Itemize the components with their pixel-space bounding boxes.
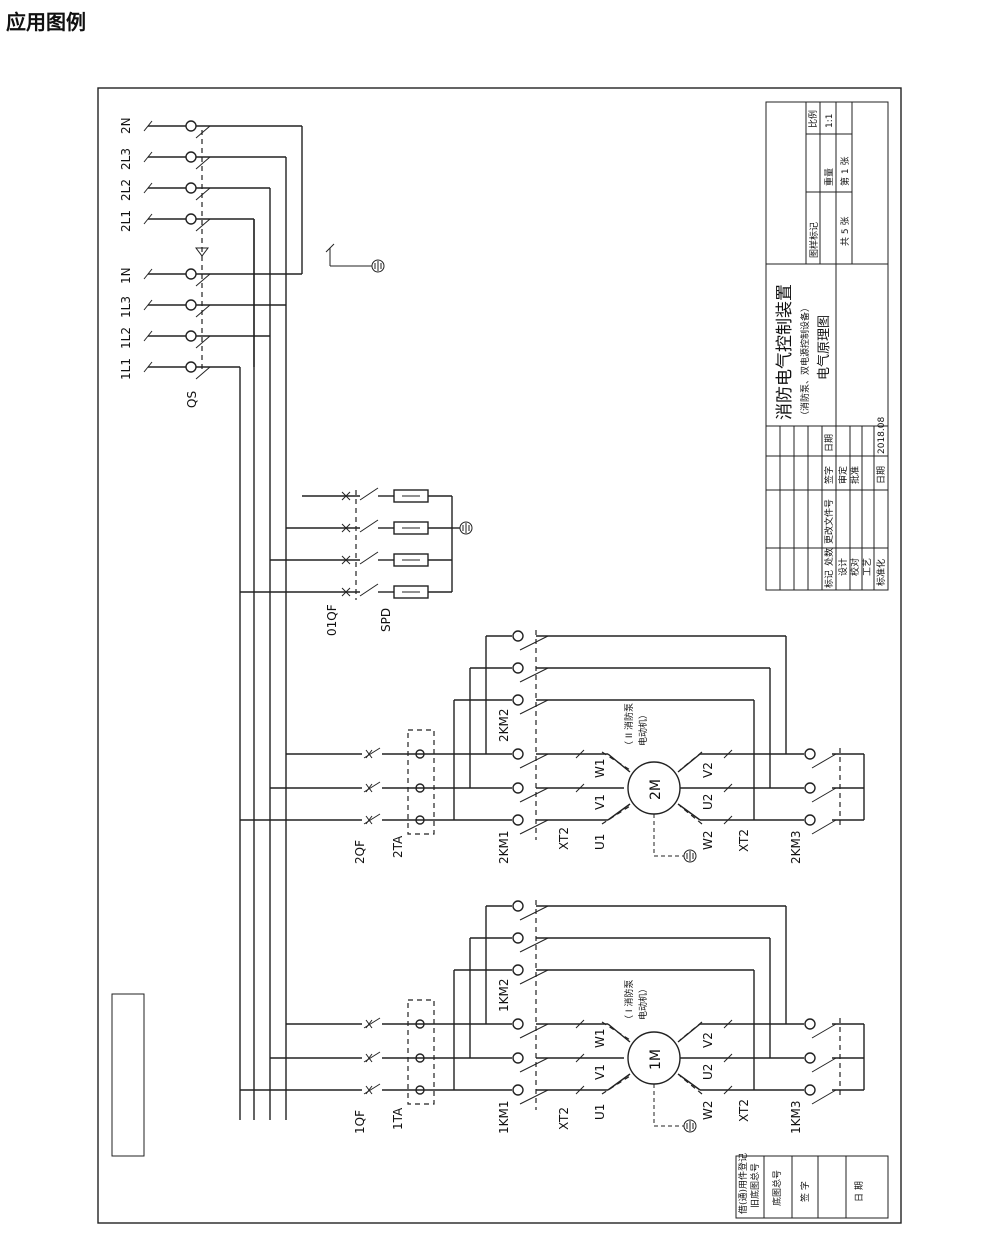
terminal-label: 2L1 [119, 210, 133, 232]
bottom-block [111, 993, 889, 1219]
role-label: 工艺 [862, 558, 873, 576]
weight-label: 重量 [823, 168, 835, 186]
bottom-label: 签 字 [799, 1181, 811, 1202]
motor2-ta-label: 2TA [391, 835, 405, 858]
rev-header: 处数 [823, 548, 835, 566]
motor1-u2: U2 [701, 1064, 715, 1080]
role-label: 标准化 [875, 559, 887, 586]
terminal-label: 2L2 [119, 179, 133, 201]
motor2-km2-label: 2KM2 [497, 709, 511, 743]
date-label: 日期 [876, 466, 887, 484]
busbars [239, 126, 303, 1120]
figure-mark: 图样标记 [808, 222, 820, 258]
bottom-label: 底图总号 [771, 1170, 783, 1206]
terminal-label: 1L3 [119, 296, 133, 318]
motor1-v1: V1 [593, 1064, 607, 1080]
total-sheets: 共 5 张 [840, 217, 851, 246]
motor1-xt2-right: XT2 [737, 1099, 751, 1122]
motor1-desc-1: （ I 消防泵 [623, 980, 635, 1024]
motor1-v2: V2 [701, 1032, 715, 1048]
terminal-label: 1N [119, 267, 133, 284]
title-block [765, 101, 889, 591]
motor2-km1-label: 2KM1 [497, 831, 511, 865]
date-value: 2018.08 [877, 417, 887, 454]
bottom-label: 日 期 [854, 1181, 865, 1202]
motor1-circuit [240, 900, 865, 1133]
motor1-desc-2: 电动机） [637, 984, 649, 1020]
sub-title: （消防泵、双电源控制设备） [799, 303, 811, 420]
motor1-w1: W1 [593, 1029, 607, 1049]
terminal-label: 1L2 [119, 327, 133, 349]
rev-header: 标记 [823, 570, 835, 588]
motor2-desc-2: 电动机） [637, 710, 649, 746]
terminal-label: 1L1 [119, 358, 133, 380]
page-title: 应用图例 [6, 10, 86, 34]
motor2-desc-1: （ II 消防泵 [623, 703, 635, 750]
approve-label: 批准 [849, 466, 861, 484]
drawing-frame [97, 87, 902, 1224]
motor1-qf-label: 1QF [353, 1110, 367, 1134]
main-title: 消防电气控制装置 [775, 284, 795, 420]
drawing-name: 电气原理图 [816, 315, 832, 380]
rev-header: 签字 [823, 466, 835, 484]
motor1-name: 1M [648, 1049, 664, 1070]
labels: 2N 2L3 2L2 2L1 1N 1L3 1L2 1L1 QS 01QF SP… [119, 110, 887, 1214]
terminal-label: 2L3 [119, 148, 133, 170]
motor1-ta-label: 1TA [391, 1107, 405, 1130]
spd-label: SPD [379, 608, 393, 632]
breaker-01qf-label: 01QF [325, 604, 339, 636]
motor1-u1: U1 [593, 1104, 607, 1120]
motor2-qf-label: 2QF [353, 840, 367, 864]
bottom-label: 旧底图总号 [749, 1163, 761, 1208]
terminal-label: 2N [119, 117, 133, 134]
motor2-u2: U2 [701, 794, 715, 810]
rev-header: 更改文件号 [823, 499, 835, 544]
review-label: 审定 [837, 466, 849, 484]
motor2-circuit [240, 630, 865, 863]
motor2-xt2-left: XT2 [557, 827, 571, 850]
sheet-number: 第 1 张 [839, 157, 851, 186]
motor2-xt2-right: XT2 [737, 829, 751, 852]
motor1-xt2-left: XT2 [557, 1107, 571, 1130]
motor2-v2: V2 [701, 762, 715, 778]
motor2-km3-label: 2KM3 [789, 831, 803, 865]
motor1-km3-label: 1KM3 [789, 1101, 803, 1135]
bottom-label: 借(通)用件登记 [737, 1153, 749, 1214]
motor2-v1: V1 [593, 794, 607, 810]
role-label: 设计 [837, 558, 849, 576]
motor1-w2: W2 [701, 1101, 715, 1121]
scale-value: 1:1 [825, 114, 835, 128]
motor2-w2: W2 [701, 831, 715, 851]
rev-header: 日期 [824, 434, 835, 452]
role-label: 校对 [849, 558, 861, 576]
spd-group [240, 487, 473, 600]
scale-label: 比例 [807, 110, 819, 128]
motor2-u1: U1 [593, 834, 607, 850]
qs-switch-group [143, 120, 385, 380]
qs-label: QS [185, 391, 199, 408]
motor2-w1: W1 [593, 759, 607, 779]
motor2-name: 2M [648, 779, 664, 800]
motor1-km1-label: 1KM1 [497, 1101, 511, 1135]
motor1-km2-label: 1KM2 [497, 979, 511, 1013]
